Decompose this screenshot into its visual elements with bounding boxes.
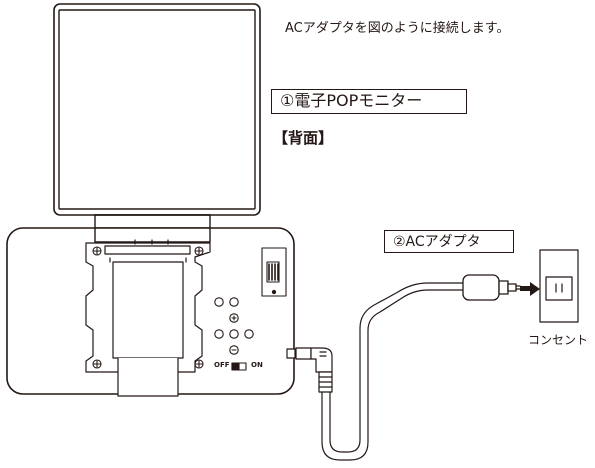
power-switch [231, 362, 247, 371]
adapter-cable [321, 282, 464, 461]
outlet-label: コンセント [528, 333, 589, 347]
dc-plug [295, 347, 333, 393]
switch-on-label: ON [251, 361, 263, 369]
control-buttons [214, 297, 254, 355]
insert-arrow [520, 282, 540, 296]
adapter-label: ②ACアダプタ [384, 230, 514, 253]
dc-jack [286, 348, 296, 359]
ac-adapter [462, 274, 521, 301]
speaker-grille [261, 247, 287, 297]
monitor-label: ①電子POPモニター [271, 89, 467, 114]
rear-view-label: 【背面】 [273, 129, 334, 147]
screws [92, 246, 204, 369]
instruction-text: ACアダプタを図のように接続します。 [285, 21, 510, 36]
wall-outlet [539, 249, 579, 323]
monitor-screen [53, 3, 261, 216]
adapter-label-text: ②ACアダプタ [393, 234, 481, 250]
monitor-label-text: ①電子POPモニター [280, 91, 423, 110]
switch-off-label: OFF [214, 361, 230, 369]
vesa-mount-plate [85, 239, 211, 397]
